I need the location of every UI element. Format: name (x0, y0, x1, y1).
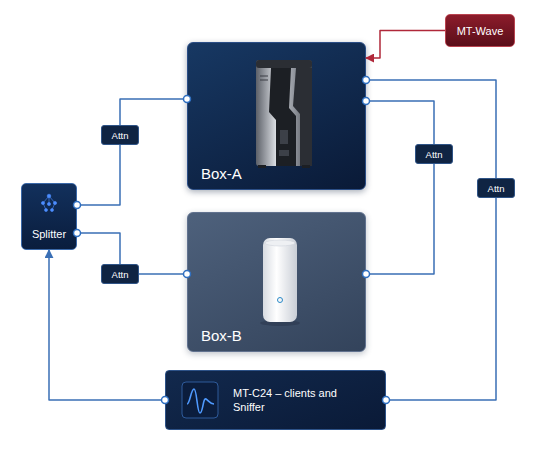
device-card: Box-B (187, 212, 366, 352)
node-label: Attn (112, 130, 129, 141)
connector (366, 80, 496, 178)
device-card: Box-A (187, 42, 366, 190)
connector (366, 164, 434, 274)
connector (366, 101, 434, 144)
node-label: Attn (488, 183, 505, 194)
connector (386, 198, 496, 400)
connector (366, 31, 445, 59)
node-label: Attn (426, 149, 443, 160)
node-label: Box-A (201, 165, 242, 182)
attenuator-box: Attn (477, 178, 515, 198)
connector (77, 233, 120, 264)
node-label: Attn (112, 269, 129, 280)
node-label: MT-C24 – clients and Sniffer (233, 386, 351, 414)
connector (77, 145, 120, 205)
attenuator-box: Attn (415, 144, 453, 164)
connector (49, 250, 165, 400)
splitter-box: Splitter (21, 183, 77, 250)
attenuator-box: Attn (101, 264, 139, 284)
attenuator-box: Attn (101, 125, 139, 145)
node-label: Splitter (32, 228, 66, 240)
source-box: MT-Wave (445, 14, 515, 47)
node-label: Box-B (201, 327, 242, 344)
node-label: MT-Wave (457, 25, 504, 37)
connector (120, 99, 187, 125)
tester-box: MT-C24 – clients and Sniffer (165, 370, 386, 430)
connector (139, 273, 187, 275)
